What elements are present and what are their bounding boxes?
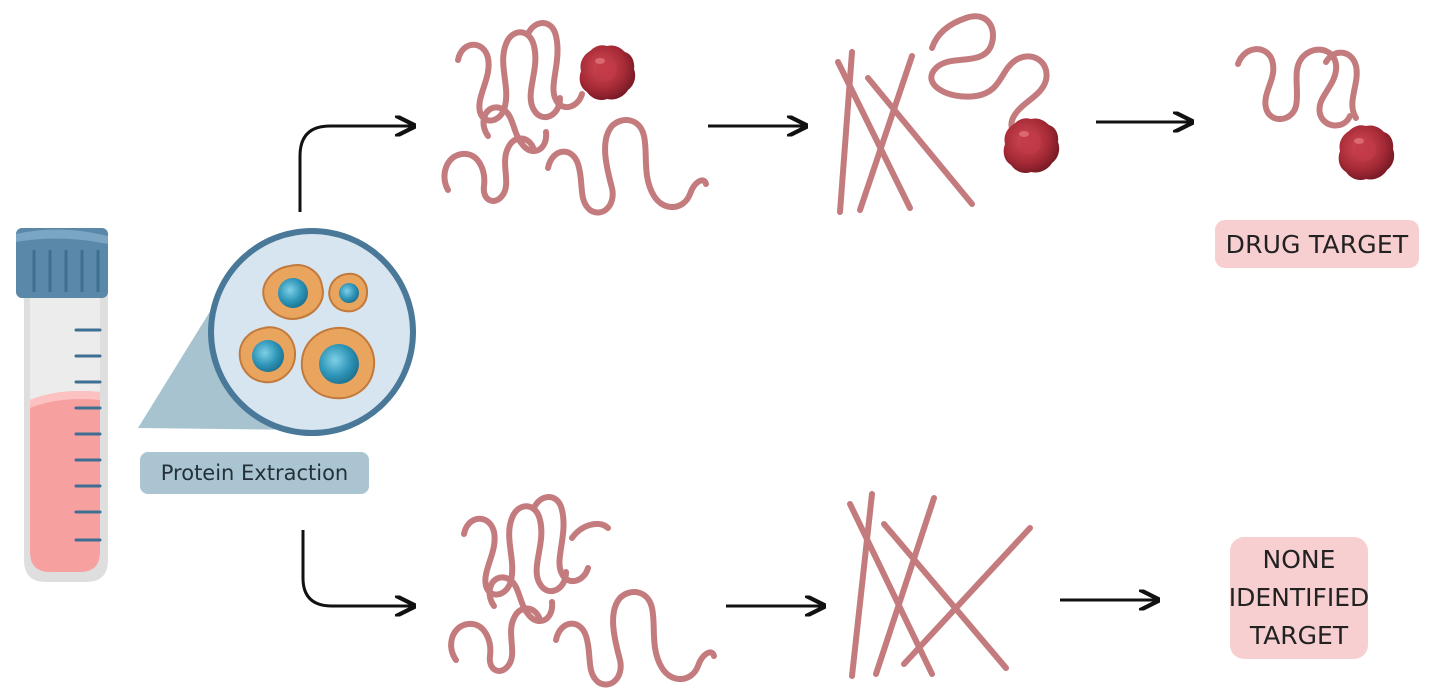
drug-molecule-icon (1003, 118, 1060, 174)
none-target-line: IDENTIFIED (1228, 583, 1370, 612)
protein-strand-icon (928, 13, 1050, 139)
protein-strand-icon (441, 20, 709, 216)
none-identified-target-label: NONE IDENTIFIED TARGET (1228, 537, 1370, 659)
test-tube-icon (16, 228, 108, 582)
arrow-icon (301, 530, 412, 606)
cell-icon (238, 326, 297, 384)
cell-icon (300, 326, 376, 400)
drug-target-label: DRUG TARGET (1215, 220, 1419, 268)
denatured-fiber-icon (835, 49, 975, 215)
cell-icon (262, 264, 324, 320)
none-target-line: TARGET (1249, 621, 1349, 650)
cells-magnifier-icon (138, 228, 416, 436)
protein-strand-icon (1235, 46, 1360, 129)
arrow-icon (298, 126, 412, 212)
cell-icon (328, 272, 369, 313)
drug-molecule-icon (1338, 125, 1395, 181)
drug-molecule-icon (579, 45, 636, 101)
denatured-fiber-icon (847, 491, 1033, 679)
protein-extraction-label: Protein Extraction (140, 452, 369, 494)
none-target-line: NONE (1262, 545, 1336, 574)
protein-strand-icon (448, 494, 717, 688)
